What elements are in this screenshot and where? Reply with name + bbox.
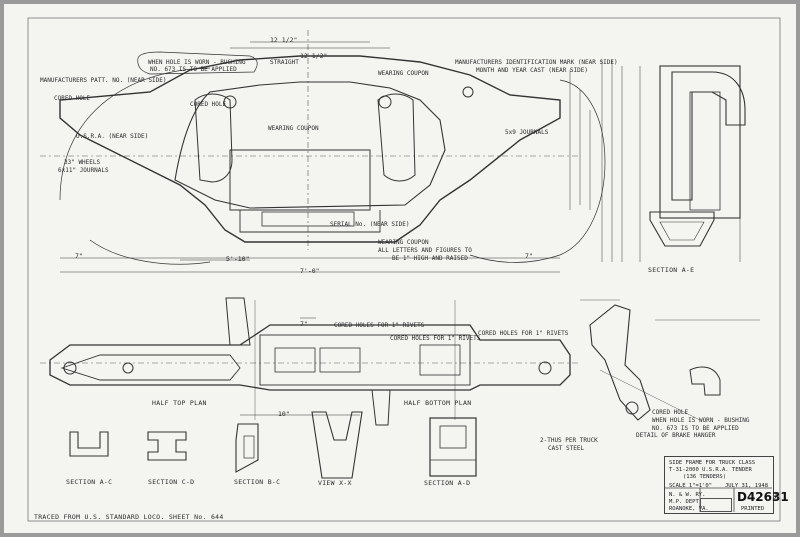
hole-note-line-2: NO. 673 IS TO BE APPLIED	[150, 66, 237, 73]
high-raised-note: BE 1" HIGH AND RAISED	[392, 255, 468, 262]
section-b-c-title: SECTION B-C	[234, 478, 281, 486]
scale-label: SCALE 1"=1'0"	[669, 483, 713, 489]
section-a-c-title: SECTION A-C	[66, 478, 113, 486]
straight-label: STRAIGHT	[270, 59, 299, 66]
bottom-sections	[69, 411, 477, 479]
cored-hole-pin-label: CORED HOLE	[190, 101, 227, 108]
dimension-label: 10"	[278, 410, 290, 418]
department-label: M.P. DEPT.	[669, 499, 703, 505]
section-a-e-view	[639, 65, 746, 262]
drawing-number: D42631	[737, 490, 789, 504]
half-top-plan-title: HALF TOP PLAN	[152, 399, 207, 407]
traced-from-note: TRACED FROM U.S. STANDARD LOCO. SHEET No…	[34, 513, 224, 521]
dimension-label: 7'-0"	[300, 267, 320, 275]
section-a-d-title: SECTION A-D	[424, 479, 471, 487]
usra-label: U.S.R.A. (NEAR SIDE)	[76, 133, 149, 140]
journals-near-side-label: 5x9 JOURNALS	[505, 129, 549, 136]
dimension-label: 7"	[525, 252, 533, 260]
identification-mark-label: MANUFACTURERS IDENTIFICATION MARK (NEAR …	[455, 59, 618, 66]
dimension-label: 5'-10"	[226, 255, 250, 263]
section-c-d-title: SECTION C-D	[148, 478, 195, 486]
serial-label: SERIAL No. (NEAR SIDE)	[330, 221, 410, 228]
per-truck-label: 2-THUS PER TRUCK	[540, 437, 598, 444]
manufacturer-mark-label: MANUFACTURERS PATT. NO. (NEAR SIDE)	[40, 77, 167, 84]
section-a-e-title: SECTION A-E	[648, 266, 695, 274]
brake-hanger-detail	[580, 299, 760, 421]
cored-holes-label-2: CORED HOLES FOR 1" RIVETS	[390, 335, 481, 342]
journals-label: 6x11" JOURNALS	[58, 167, 109, 174]
date-label: JULY 31, 1948	[725, 483, 769, 489]
cored-hole-label: CORED HOLE	[54, 95, 91, 102]
check-mark: X	[774, 492, 780, 502]
month-year-cast-label: MONTH AND YEAR CAST (NEAR SIDE)	[476, 67, 588, 74]
view-x-x-title: VIEW X-X	[318, 479, 352, 487]
title-line-2: T-31-2000 U.S.R.A. TENDER	[669, 467, 752, 473]
brake-hanger-title: DETAIL OF BRAKE HANGER	[636, 432, 716, 439]
dimension-label: 12 1/2"	[300, 52, 328, 60]
dimension-label: 12 1/2"	[270, 36, 298, 44]
dimension-label: 7"	[75, 252, 83, 260]
half-plan-view	[40, 297, 580, 426]
wearing-coupon-note: WEARING COUPON	[378, 239, 429, 246]
wearing-coupon-label: WEARING COUPON	[378, 70, 429, 77]
letters-figures-note: ALL LETTERS AND FIGURES TO	[378, 247, 472, 254]
cored-holes-label-3: CORED HOLES FOR 1" RIVETS	[478, 330, 569, 337]
half-bottom-plan-title: HALF BOTTOM PLAN	[404, 399, 472, 407]
dimension-label: 7"	[300, 320, 308, 328]
title-line-3: (136 TENDERS)	[683, 474, 727, 480]
cored-hole-brake-label: CORED HOLE	[652, 409, 689, 416]
worn-bushing-label: WHEN HOLE IS WORN - BUSHING	[652, 417, 750, 424]
printed-label: PRINTED	[741, 506, 765, 512]
wearing-coupon-inner-label: WEARING COUPON	[268, 125, 319, 132]
title-line-1: SIDE FRAME FOR TRUCK CLASS	[669, 460, 756, 466]
wheels-label: 33" WHEELS	[64, 159, 101, 166]
cast-steel-label: CAST STEEL	[548, 445, 585, 452]
approval-stamp	[700, 498, 732, 512]
cored-holes-label-1: CORED HOLES FOR 1" RIVETS	[334, 322, 425, 329]
